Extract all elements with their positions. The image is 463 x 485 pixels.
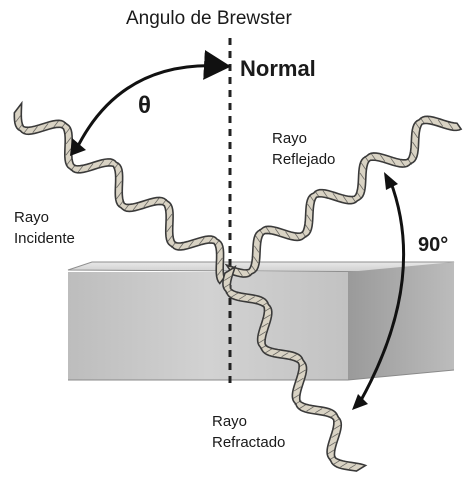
right-angle-arc bbox=[358, 179, 406, 403]
glass-block-side bbox=[348, 262, 454, 380]
theta-arrowhead-left bbox=[70, 138, 86, 156]
incident-ray-label-line1: Rayo bbox=[14, 209, 50, 226]
theta-arc bbox=[74, 49, 231, 151]
reflected-ray-label: Rayo Reflejado bbox=[272, 128, 335, 170]
right-angle-label: 90° bbox=[418, 234, 449, 256]
reflected-ray-label-line1: Rayo bbox=[272, 130, 308, 147]
reflected-ray-wave bbox=[224, 115, 463, 278]
reflected-ray-label-line2: Reflejado bbox=[272, 151, 336, 168]
refracted-ray-wave bbox=[222, 265, 368, 472]
refracted-ray-label-line2: Refractado bbox=[212, 434, 286, 451]
diagram-title: Angulo de Brewster bbox=[126, 8, 292, 29]
refracted-ray-label: Rayo Refractado bbox=[212, 411, 285, 453]
theta-label: θ bbox=[138, 92, 151, 119]
incident-ray-label-line2: Incidente bbox=[14, 230, 75, 247]
refracted-ray-label-line1: Rayo bbox=[212, 413, 248, 430]
right-angle-arrowhead-top bbox=[384, 172, 398, 190]
incident-ray-label: Rayo Incidente bbox=[14, 207, 75, 249]
glass-block bbox=[67, 261, 455, 381]
normal-label: Normal bbox=[240, 56, 316, 81]
wave-rays bbox=[13, 100, 463, 472]
incident-ray-wave bbox=[13, 100, 225, 285]
right-angle-arrowhead-bottom bbox=[352, 394, 368, 410]
